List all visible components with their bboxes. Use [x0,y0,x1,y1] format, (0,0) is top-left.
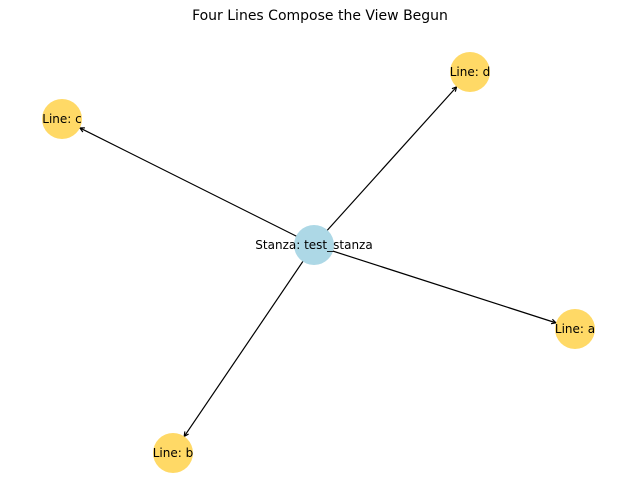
node-center-stanza: Stanza: test_stanza [255,225,373,265]
node-center-stanza-label: Stanza: test_stanza [255,238,372,252]
node-line-b-label: Line: b [153,446,193,460]
edge-line-a [313,244,557,324]
node-line-a-label: Line: a [555,322,595,336]
node-line-d-circle [450,52,490,92]
node-center-stanza-circle [294,225,334,265]
node-line-c: Line: c [42,99,82,139]
node-line-b-circle [153,433,193,473]
node-line-c-label: Line: c [42,112,81,126]
edge-line-c [79,127,315,246]
diagram-title: Four Lines Compose the View Begun [192,8,448,24]
node-layer: Line: d Line: c Line: a Line: b Stanza: test… [42,52,595,473]
edge-line-d [313,86,458,246]
node-line-d-label: Line: d [450,65,490,79]
node-line-c-circle [42,99,82,139]
node-line-d: Line: d [450,52,490,92]
node-line-a: Line: a [555,309,595,349]
node-line-b: Line: b [153,433,193,473]
node-line-a-circle [555,309,595,349]
edge-arrowhead-line-b [183,431,189,438]
edge-line-b [183,244,315,437]
